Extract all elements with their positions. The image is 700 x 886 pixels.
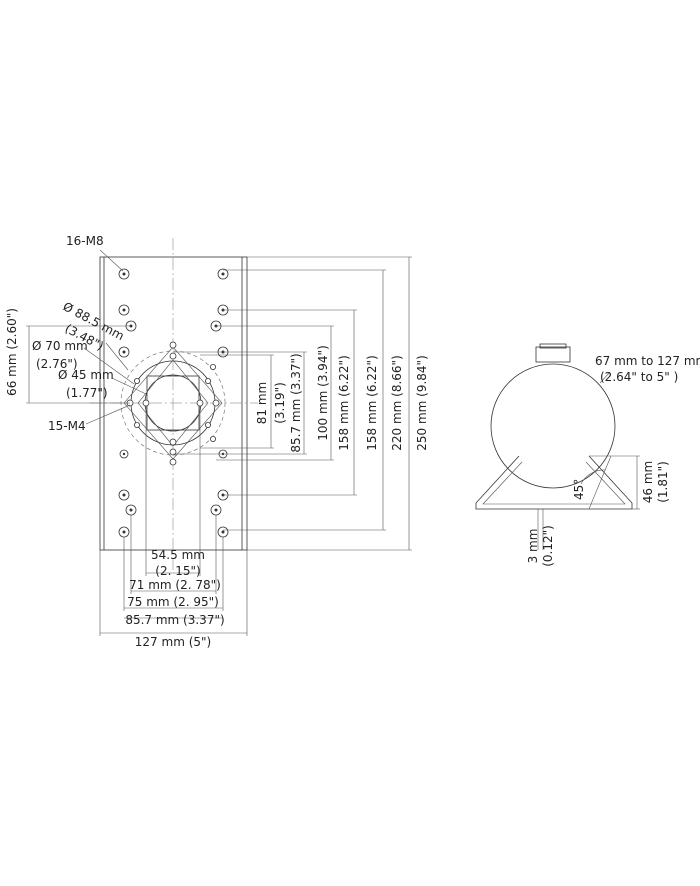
pole-circle [490, 363, 616, 489]
dim-85-7-label: 85.7 mm (3.37") [289, 353, 303, 452]
diameter-70-inch-label: (2.76") [36, 357, 78, 371]
horizontal-dimensions: 54.5 mm (2. 15") 71 mm (2. 78") 75 mm (2… [99, 406, 248, 649]
dim-81-inch-label: (3.19") [273, 382, 287, 424]
m4-hole [169, 448, 177, 456]
m4-hole [142, 399, 150, 407]
m8-hole [125, 504, 137, 516]
dim-3-label: 3 mm [526, 529, 540, 564]
dim-81-label: 81 mm [255, 382, 269, 424]
m4-hole [169, 352, 177, 360]
bolt-m8-label: 16-M8 [66, 234, 104, 248]
clamp-range-label: 67 mm to 127 mm [595, 354, 700, 368]
diameter-45-label: Ø 45 mm [58, 368, 114, 382]
m4-hole [169, 438, 177, 446]
m8-hole [210, 504, 222, 516]
dim-75-label: 75 mm (2. 95") [127, 595, 219, 609]
clamp-side-view: 67 mm to 127 mm (2.64" to 5" ) 45° 46 mm… [475, 343, 700, 567]
m4-hole [133, 421, 140, 428]
clamp-screw-head [535, 346, 571, 363]
m8-hole [118, 346, 130, 358]
m4-hole [212, 399, 220, 407]
m8-hole [118, 304, 130, 316]
m8-hole [118, 526, 130, 538]
diameter-45-inch-label: (1.77") [66, 386, 108, 400]
bracket-inner [482, 461, 626, 505]
dim-3-inch-label: (0.12") [541, 525, 555, 567]
m4-hole [209, 363, 216, 370]
dim-158-label: 158 mm (6.22") [337, 355, 351, 451]
m8-hole [118, 489, 130, 501]
m4-hole [204, 377, 211, 384]
dim-85-7h-label: 85.7 mm (3.37") [125, 613, 224, 627]
angle-arc [580, 469, 606, 485]
m4-hole [196, 399, 204, 407]
dim-54-5-label: 54.5 mm [151, 548, 205, 562]
dim-220-label: 220 mm (8.66") [390, 355, 404, 451]
dim-54-5-inch-label: (2. 15") [155, 564, 200, 578]
diameter-70-label: Ø 70 mm [32, 339, 88, 353]
m4-hole [169, 458, 177, 466]
m4-hole [209, 435, 216, 442]
dim-46-inch-label: (1.81") [656, 461, 670, 503]
m8-hole [217, 526, 229, 538]
m8-hole [118, 268, 130, 280]
m4-hole [133, 377, 140, 384]
m8-hole [217, 268, 229, 280]
inner-diamond [137, 359, 209, 447]
bracket-outline [475, 455, 633, 510]
dim-71-label: 71 mm (2. 78") [129, 578, 221, 592]
m4-hole [204, 421, 211, 428]
dim-66-label: 66 mm (2.60") [5, 308, 19, 396]
m8-hole [119, 449, 129, 459]
bolt-m4-label: 15-M4 [48, 419, 86, 433]
left-dimension: 66 mm (2.60") [5, 308, 131, 404]
dim-127-label: 127 mm (5") [135, 635, 211, 649]
m4-hole [169, 341, 177, 349]
dim-46-label: 46 mm [641, 461, 655, 503]
dim-250-label: 250 mm (9.84") [415, 355, 429, 451]
vertical-dimensions: 81 mm (3.19") 85.7 mm (3.37") 100 mm (3.… [173, 256, 429, 551]
dim-100-label: 100 mm (3.94") [316, 345, 330, 441]
m4-holes [126, 341, 220, 466]
clamp-screw-top [539, 343, 567, 349]
plate-outline [99, 256, 248, 551]
clamp-range-inch-label: (2.64" to 5" ) [600, 370, 678, 384]
dim-158b-label: 158 mm (6.22") [365, 355, 379, 451]
plate-front-view [90, 238, 258, 570]
angle-label: 45° [572, 479, 586, 500]
